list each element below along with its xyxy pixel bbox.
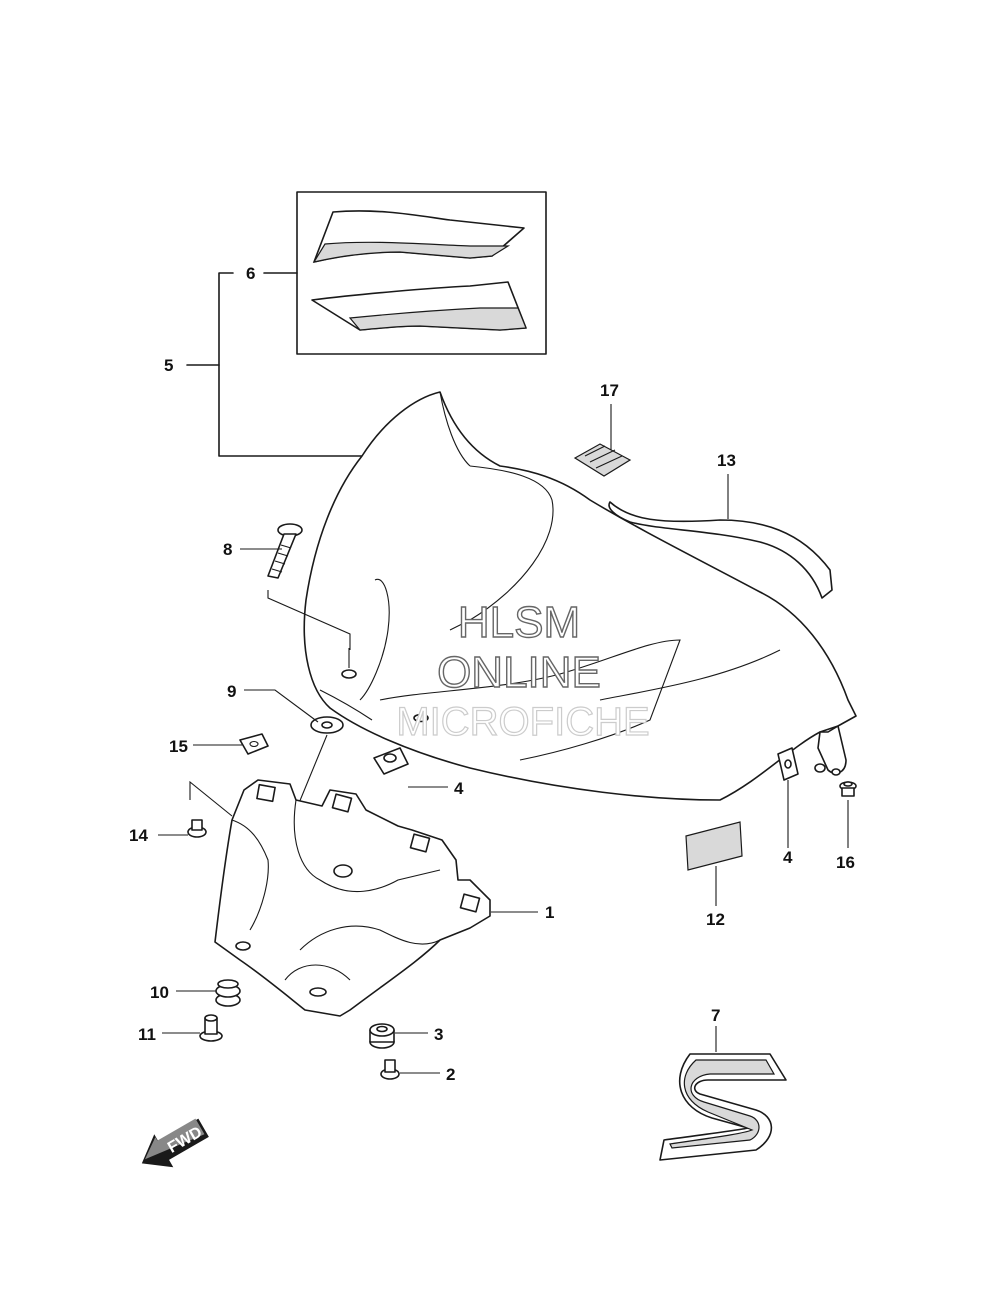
nut-clip-4b bbox=[777, 747, 799, 781]
callout-5: 5 bbox=[164, 356, 173, 375]
callout-8: 8 bbox=[223, 540, 232, 559]
callout-labels: 1 2 3 4 4 5 6 7 8 9 10 11 12 13 14 15 16… bbox=[129, 264, 855, 1084]
callout-3: 3 bbox=[434, 1025, 443, 1044]
rivet-16 bbox=[839, 781, 857, 797]
leader-lines bbox=[158, 404, 849, 1074]
pad-12 bbox=[685, 821, 743, 871]
bolt-8 bbox=[267, 523, 351, 650]
callout-11: 11 bbox=[138, 1025, 156, 1044]
front-cowl bbox=[303, 391, 857, 801]
callout-10: 10 bbox=[150, 983, 169, 1002]
clip-15 bbox=[239, 733, 269, 755]
trim-strip bbox=[608, 501, 833, 599]
callout-1: 1 bbox=[545, 903, 554, 922]
callout-4-top: 4 bbox=[454, 779, 464, 798]
watermark: HLSM ONLINE MICROFICHE bbox=[396, 597, 651, 744]
watermark-line-3: MICROFICHE bbox=[396, 700, 649, 744]
small-decal bbox=[573, 443, 632, 477]
callout-2: 2 bbox=[446, 1065, 455, 1084]
collar-11 bbox=[199, 1014, 223, 1042]
callout-7: 7 bbox=[711, 1006, 720, 1025]
nut-clip-4a bbox=[373, 747, 409, 775]
watermark-line-1: HLSM bbox=[458, 598, 580, 647]
callout-12: 12 bbox=[706, 910, 725, 929]
callout-6: 6 bbox=[246, 264, 255, 283]
screw-2 bbox=[380, 1059, 400, 1080]
callout-9: 9 bbox=[227, 682, 236, 701]
decal-inset-box bbox=[296, 191, 547, 355]
grommet-3 bbox=[369, 1023, 395, 1049]
grommet-10 bbox=[215, 979, 241, 1007]
watermark-line-2: ONLINE bbox=[437, 648, 601, 697]
fwd-arrow-icon: FWD bbox=[141, 1118, 209, 1168]
callout-15: 15 bbox=[169, 737, 188, 756]
callout-14: 14 bbox=[129, 826, 148, 845]
inner-panel bbox=[214, 779, 491, 1017]
callout-17: 17 bbox=[600, 381, 619, 400]
callout-16: 16 bbox=[836, 853, 855, 872]
callout-4-right: 4 bbox=[783, 848, 793, 867]
bracket-lines bbox=[186, 272, 363, 457]
emblem-7 bbox=[659, 1053, 787, 1161]
screw-14 bbox=[187, 780, 233, 838]
callout-13: 13 bbox=[717, 451, 736, 470]
